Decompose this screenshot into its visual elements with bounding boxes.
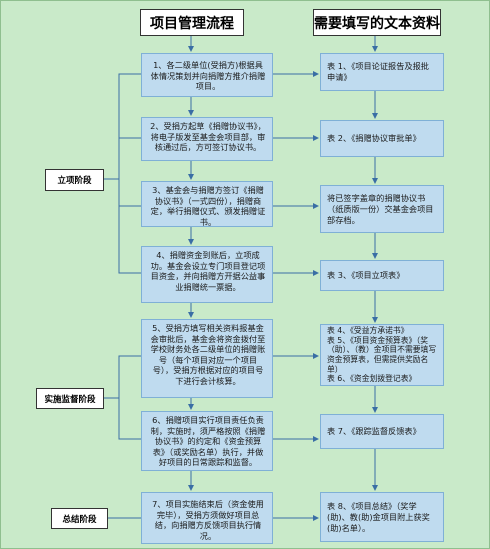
document-3-text: 将已签字盖章的捐赠协议书（纸质版一份）交基金会项目部存档。 bbox=[327, 192, 434, 225]
document-1-text: 表 1、《项目论证报告及报批申请》 bbox=[327, 61, 429, 82]
stage-bracket-1 bbox=[104, 73, 141, 274]
document-3: 将已签字盖章的捐赠协议书（纸质版一份）交基金会项目部存档。 bbox=[320, 185, 444, 233]
document-2: 表 2、《捐赠协议审批单》 bbox=[320, 120, 444, 157]
document-5-line-2: 表 5、《项目资金预算表》（奖（助）、（教）金项目不需要填写资金预算表，但需提供… bbox=[327, 335, 437, 374]
document-5: 表 4、《受益方承诺书》 表 5、《项目资金预算表》（奖（助）、（教）金项目不需… bbox=[320, 324, 444, 386]
stage-implementation-supervision: 实施监督阶段 bbox=[36, 388, 104, 409]
step-1: 1、各二级单位(受捐方)根据具体情况策划并向捐赠方推介捐赠项目。 bbox=[141, 53, 273, 97]
document-5-line-3: 表 6、《资金划拨登记表》 bbox=[327, 374, 417, 384]
stage-summary: 总结阶段 bbox=[51, 508, 108, 529]
step-3: 3、基金会与捐赠方签订《捐赠协议书》（一式四份），捐赠商定，举行捐赠仪式、颁发捐… bbox=[141, 181, 273, 227]
document-6-text: 表 7、《跟踪监督反馈表》 bbox=[327, 426, 421, 436]
document-2-text: 表 2、《捐赠协议审批单》 bbox=[327, 133, 421, 143]
step-2: 2、受捐方起草《捐赠协议书》，将电子版发至基金会项目部，审核通过后，方可签订协议… bbox=[141, 117, 273, 161]
document-5-line-1: 表 4、《受益方承诺书》 bbox=[327, 326, 409, 336]
document-7: 表 8、《项目总结》（奖学(助)、教(助)金项目附上获奖(助)名单）。 bbox=[320, 492, 444, 542]
step-4: 4、捐赠资金到账后，立项成功。基金会设立专门项目登记项目资金，并向捐赠方开据公益… bbox=[141, 246, 273, 303]
document-4-text: 表 3、《项目立项表》 bbox=[327, 270, 405, 280]
document-1: 表 1、《项目论证报告及报批申请》 bbox=[320, 53, 444, 91]
document-6: 表 7、《跟踪监督反馈表》 bbox=[320, 414, 444, 449]
document-7-text: 表 8、《项目总结》（奖学(助)、教(助)金项目附上获奖(助)名单）。 bbox=[327, 500, 430, 533]
step-6: 6、捐赠项目实行项目责任负责制，实施时，须严格按照《捐赠协议书》的约定和《资金预… bbox=[141, 411, 273, 471]
step-5: 5、受捐方填写相关资料报基金会审批后，基金会将资金拨付至学校财务处各二级单位的捐… bbox=[141, 319, 273, 398]
stage-bracket-2 bbox=[104, 355, 141, 440]
step-7: 7、项目实施结束后（资金使用完毕），受捐方须做好项目总结，向捐赠方反馈项目执行情… bbox=[141, 492, 273, 544]
stage-project-initiation: 立项阶段 bbox=[45, 169, 104, 191]
process-header: 项目管理流程 bbox=[140, 9, 244, 36]
document-4: 表 3、《项目立项表》 bbox=[320, 260, 444, 291]
documents-header: 需要填写的文本资料 bbox=[313, 9, 441, 36]
